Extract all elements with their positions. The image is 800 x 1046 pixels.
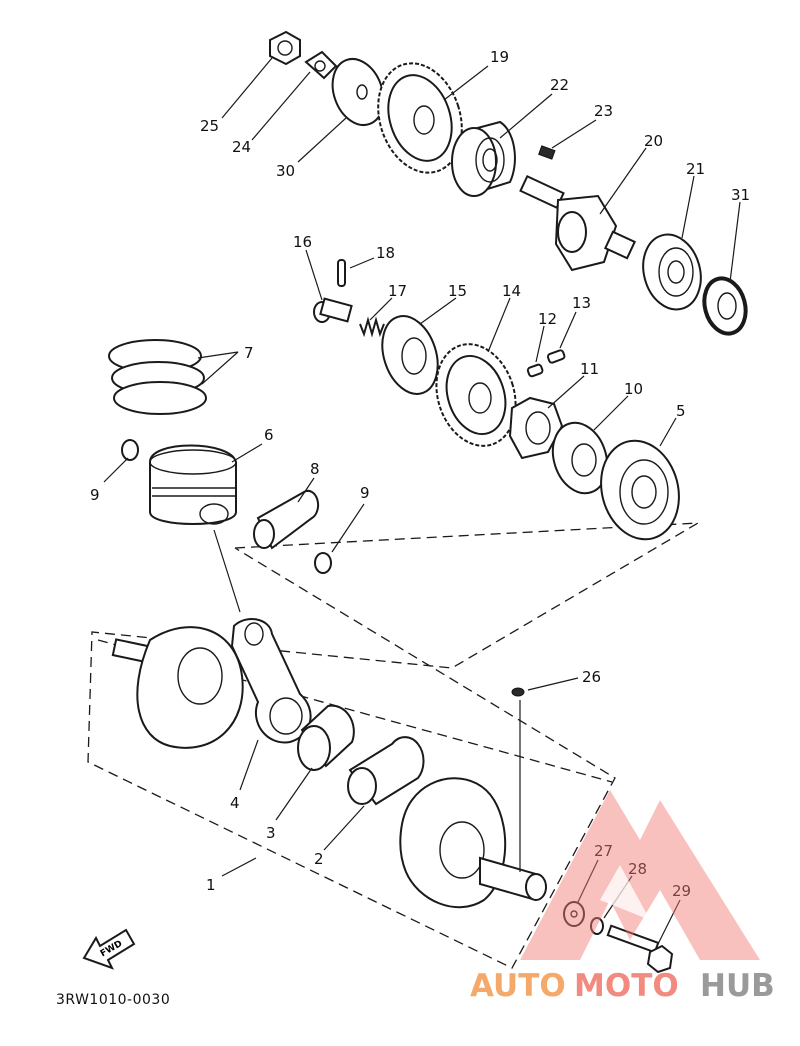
part-label-18: 18 xyxy=(376,244,395,262)
watermark-logo-icon xyxy=(520,790,760,960)
plate-15-part xyxy=(381,315,439,395)
part-label-16: 16 xyxy=(293,233,312,251)
bolt-29-part xyxy=(606,924,674,974)
part-label-9-right: 9 xyxy=(360,484,370,502)
part-label-31: 31 xyxy=(731,186,750,204)
washer-27-part xyxy=(563,901,585,927)
part-label-23: 23 xyxy=(594,102,613,120)
diagram-code: 3RW1010-0030 xyxy=(56,992,170,1008)
piston-part xyxy=(149,444,237,525)
part-label-17: 17 xyxy=(388,282,407,300)
bearing-21-part xyxy=(642,233,702,311)
pin-18-part xyxy=(337,259,346,287)
needle-bearing-part xyxy=(297,704,355,771)
key-26-part xyxy=(511,687,525,697)
part-label-5: 5 xyxy=(676,402,686,420)
spring-12-part xyxy=(526,363,544,378)
part-label-26: 26 xyxy=(582,668,601,686)
part-label-29: 29 xyxy=(672,882,691,900)
bolt-16-part xyxy=(313,297,353,323)
part-label-10: 10 xyxy=(624,380,643,398)
part-label-7: 7 xyxy=(244,344,254,362)
crank-web-right-part xyxy=(399,777,547,909)
part-label-11: 11 xyxy=(580,360,599,378)
collar-part xyxy=(331,58,385,126)
part-label-28: 28 xyxy=(628,860,647,878)
part-label-24: 24 xyxy=(232,138,251,156)
part-label-14: 14 xyxy=(502,282,521,300)
nut-part xyxy=(269,30,301,66)
crank-pin-part xyxy=(347,736,425,806)
oil-seal-part xyxy=(702,276,748,336)
part-label-12: 12 xyxy=(538,310,557,328)
part-label-25: 25 xyxy=(200,117,219,135)
part-label-19: 19 xyxy=(490,48,509,66)
bearing-5-part xyxy=(600,439,680,541)
balancer-shaft-part xyxy=(519,174,637,272)
part-label-13: 13 xyxy=(572,294,591,312)
lock-washer-28-part xyxy=(590,917,604,935)
part-labels: 25 24 30 19 22 23 20 21 31 16 18 17 15 1… xyxy=(90,48,750,900)
watermark-auto: AUTO xyxy=(470,968,566,1004)
piston-clip-right-part xyxy=(314,552,332,574)
piston-pin-part xyxy=(253,489,320,550)
bearing-22-part xyxy=(451,120,516,197)
key-23-part xyxy=(538,145,556,160)
primary-gear-part xyxy=(435,343,517,447)
part-label-6: 6 xyxy=(264,426,274,444)
balancer-gear-part xyxy=(377,62,463,174)
lock-washer-part xyxy=(304,50,338,80)
part-label-30: 30 xyxy=(276,162,295,180)
spring-17-part xyxy=(359,316,385,338)
plunger-13-part xyxy=(546,349,566,364)
part-label-15: 15 xyxy=(448,282,467,300)
watermark-text: AUTO MOTO HUB xyxy=(470,968,775,1004)
part-label-20: 20 xyxy=(644,132,663,150)
watermark-hub: HUB xyxy=(700,968,775,1004)
part-label-4: 4 xyxy=(230,794,240,812)
part-label-9-left: 9 xyxy=(90,486,100,504)
part-label-22: 22 xyxy=(550,76,569,94)
fwd-arrow-icon: FWD xyxy=(82,928,136,970)
part-label-2: 2 xyxy=(314,850,324,868)
part-label-1: 1 xyxy=(206,876,216,894)
piston-clip-left-part xyxy=(121,439,139,461)
plate-10-part xyxy=(551,421,609,495)
part-label-27: 27 xyxy=(594,842,613,860)
part-label-3: 3 xyxy=(266,824,276,842)
crank-web-left-part xyxy=(111,626,244,749)
part-label-21: 21 xyxy=(686,160,705,178)
piston-rings-part xyxy=(108,339,207,415)
watermark-moto: MOTO xyxy=(574,968,679,1004)
part-label-8: 8 xyxy=(310,460,320,478)
